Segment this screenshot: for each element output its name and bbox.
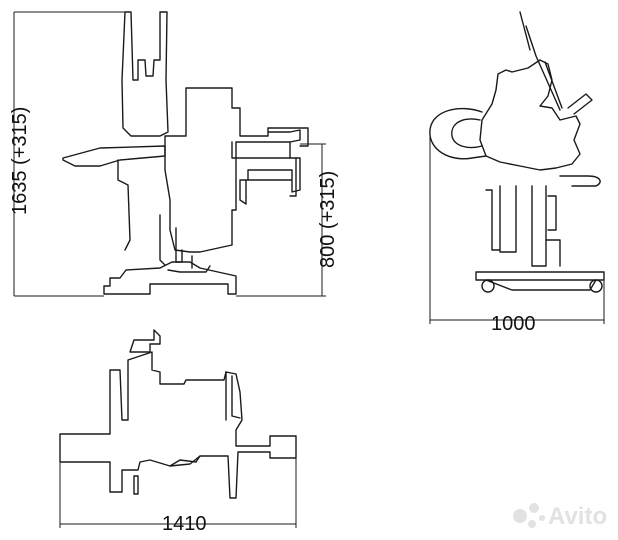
dim-depth: 1000 [491, 313, 536, 335]
top-headrest [129, 329, 161, 353]
side-view [429, 11, 605, 293]
front-tray-arm [117, 159, 131, 251]
side-backrest-rods [519, 11, 563, 111]
avito-watermark: Avito [513, 503, 607, 530]
front-view [62, 11, 309, 295]
top-view [59, 329, 297, 499]
side-pad-inner [451, 118, 483, 149]
front-backrest-left [121, 11, 169, 137]
front-seat-block [164, 87, 301, 253]
top-upper-body [59, 351, 297, 499]
front-tray [62, 145, 166, 167]
dim-width: 1410 [162, 513, 207, 535]
top-lower-detail [133, 455, 201, 495]
side-dimension-lines [429, 130, 605, 324]
dim-height-seat: 800 (+315) [317, 171, 339, 268]
side-column [485, 185, 547, 267]
top-right-rails [225, 371, 241, 421]
side-wheel-front [481, 279, 495, 293]
front-right-post [289, 141, 297, 197]
front-base [103, 261, 237, 295]
dim-height-total: 1635 (+315) [9, 107, 31, 215]
side-armrest [567, 93, 593, 115]
avito-logo-icon [513, 503, 545, 528]
side-wheel-rear [589, 279, 603, 293]
side-pad [429, 107, 487, 160]
top-dimension-lines [59, 458, 297, 528]
side-base-frame [475, 271, 605, 291]
front-dimension-lines [13, 11, 326, 297]
front-right-handle [267, 127, 309, 147]
side-column-detail [545, 195, 561, 267]
front-right-mechanism [231, 141, 301, 205]
front-inner-column [159, 214, 183, 266]
avito-watermark-text: Avito [548, 503, 607, 530]
side-back-shell [479, 59, 581, 171]
side-footrest [559, 175, 601, 187]
front-base-wheels [167, 255, 211, 273]
